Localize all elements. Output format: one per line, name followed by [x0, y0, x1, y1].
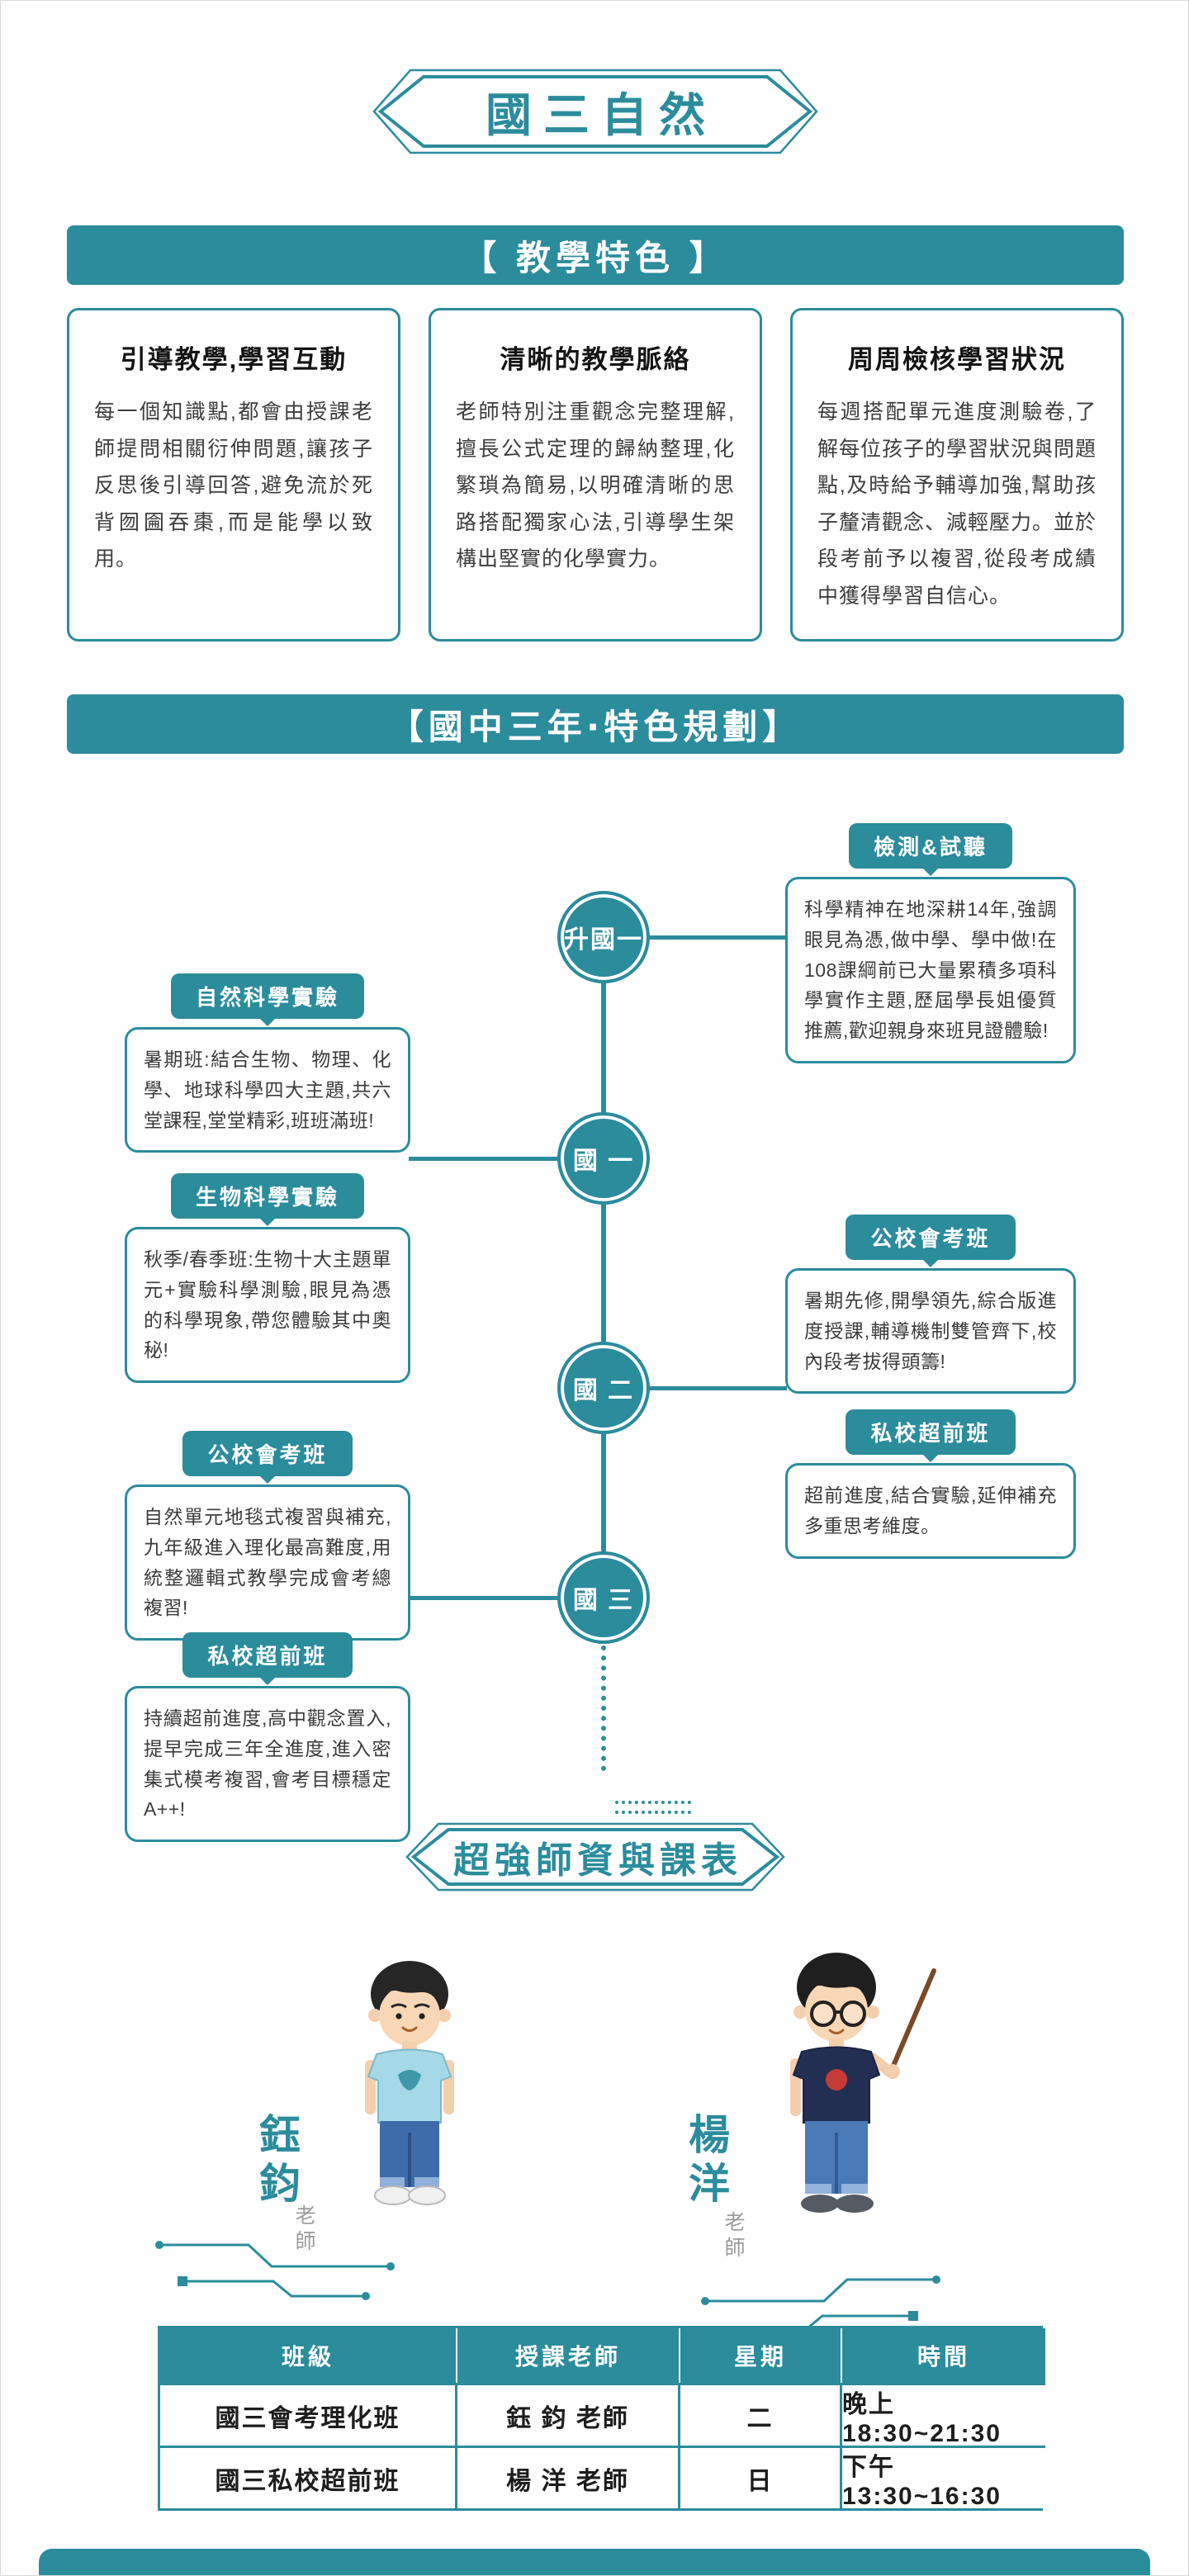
- timeline-connector: [648, 935, 787, 940]
- schedule-cell-teacher: 楊 洋 老師: [457, 2446, 680, 2508]
- plan-box-tag: 生物科學實驗: [170, 1173, 364, 1219]
- schedule-cell-time: 下午 13:30~16:30: [842, 2446, 1045, 2510]
- feature-card-3: 周周檢核學習狀況 每週搭配單元進度測驗卷,了解每位孩子的學習狀況與問題點,及時給…: [790, 308, 1124, 642]
- plan-box-tag: 公校會考班: [182, 1431, 353, 1476]
- teacher-title: 老師: [295, 2204, 316, 2254]
- section-header-plan: 【國中三年‧特色規劃】: [67, 694, 1124, 754]
- schedule-cell-day: 二: [680, 2383, 842, 2446]
- timeline-dotted-tail: [601, 1646, 606, 1771]
- plan-box-public-exam-left: 公校會考班 自然單元地毯式複習與補充,九年級進入理化最高難度,用統整邏輯式教學完…: [125, 1431, 410, 1641]
- plan-box-body: 超前進度,結合實驗,延伸補充多重思考維度。: [785, 1463, 1076, 1559]
- circuit-decoration-icon: [699, 2265, 946, 2343]
- feature-cards: 引導教學,學習互動 每一個知識點,都會由授課老師提問相關衍伸問題,讓孩子反思後引…: [67, 308, 1124, 642]
- feature-card-title: 清晰的教學脈絡: [500, 345, 691, 374]
- plan-box-body: 持續超前進度,高中觀念置入,提早完成三年全進度,進入密集式模考複習,會考目標穩定…: [125, 1686, 410, 1843]
- plan-box-tag: 公校會考班: [846, 1215, 1016, 1260]
- title-banner: 國三自然: [372, 69, 818, 154]
- page-title: 國三自然: [486, 88, 717, 141]
- schedule-cell-time: 晚上 18:30~21:30: [842, 2383, 1045, 2447]
- plan-box-biology-science: 生物科學實驗 秋季/春季班:生物十大主題單元+實驗科學測驗,眼見為憑的科學現象,…: [125, 1173, 410, 1384]
- teacher-avatar-1: [327, 1951, 492, 2219]
- teacher-name: 鈺鈞: [259, 2112, 301, 2207]
- feature-card-2: 清晰的教學脈絡 老師特別注重觀念完整理解,擅長公式定理的歸納整理,化繁瑣為簡易,…: [429, 308, 762, 642]
- stage-label: 國 二: [572, 1377, 635, 1404]
- plan-box-body: 科學精神在地深耕14年,強調眼見為憑,做中學、學中做!在108課綱前已大量累積多…: [785, 877, 1076, 1063]
- timeline-connector: [409, 1596, 559, 1600]
- schedule-header-cell: 授課老師: [457, 2328, 680, 2383]
- section-header-features: 【 教學特色 】: [67, 225, 1124, 285]
- ribbon-shape: [405, 1822, 785, 1892]
- plan-box-tag: 檢測&試聽: [849, 823, 1012, 869]
- teachers-section-title: 超強師資與課表: [453, 1840, 742, 1881]
- timeline-stage-circle: 國 二: [557, 1342, 650, 1434]
- timeline-connector: [648, 1386, 787, 1390]
- timeline-stage-circle: 國 三: [557, 1551, 650, 1644]
- schedule-cell-teacher: 鈺 鈞 老師: [457, 2383, 680, 2446]
- teacher-title: 老師: [724, 2211, 746, 2261]
- feature-card-body: 老師特別注重觀念完整理解,擅長公式定理的歸納整理,化繁瑣為簡易,以明確清晰的思路…: [456, 400, 735, 571]
- circuit-decoration-icon: [149, 2230, 397, 2308]
- plan-box-private-advance-left: 私校超前班 持續超前進度,高中觀念置入,提早完成三年全進度,進入密集式模考複習,…: [125, 1632, 410, 1843]
- timeline-connector: [409, 1157, 559, 1161]
- plan-box-body: 自然單元地毯式複習與補充,九年級進入理化最高難度,用統整邏輯式教學完成會考總複習…: [125, 1485, 410, 1641]
- plan-box-body: 暑期先修,開學領先,綜合版進度授課,輔導機制雙管齊下,校內段考拔得頭籌!: [785, 1268, 1076, 1395]
- schedule-header-cell: 時間: [842, 2328, 1045, 2383]
- section-title-features: 【 教學特色 】: [462, 238, 729, 277]
- schedule-header-cell: 班級: [160, 2328, 457, 2383]
- dotted-decoration: [615, 1801, 691, 1814]
- feature-card-title: 周周檢核學習狀況: [848, 345, 1066, 374]
- teacher-name: 楊洋: [689, 2112, 730, 2207]
- plan-box-natural-science: 自然科學實驗 暑期班:結合生物、物理、化學、地球科學四大主題,共六堂課程,堂堂精…: [125, 973, 410, 1153]
- teachers-banner: 超強師資與課表: [405, 1822, 785, 1892]
- feature-card-title: 引導教學,學習互動: [120, 345, 348, 374]
- schedule-table: 班級 授課老師 星期 時間 國三會考理化班 鈺 鈞 老師 二 晚上 18:30~…: [158, 2326, 1045, 2511]
- feature-card-body: 每週搭配單元進度測驗卷,了解每位孩子的學習狀況與問題點,及時給予輔導加強,幫助孩…: [817, 400, 1097, 608]
- feature-card-body: 每一個知識點,都會由授課老師提問相關衍伸問題,讓孩子反思後引導回答,避免流於死背…: [94, 400, 373, 571]
- plan-box-test-listen: 檢測&試聽 科學精神在地深耕14年,強調眼見為憑,做中學、學中做!在108課綱前…: [785, 823, 1076, 1063]
- timeline-line: [601, 934, 606, 1606]
- schedule-cell-class: 國三私校超前班: [160, 2446, 457, 2508]
- section-title-plan: 【國中三年‧特色規劃】: [388, 707, 803, 746]
- footer-bar: [39, 2549, 1150, 2575]
- plan-box-private-advance-right: 私校超前班 超前進度,結合實驗,延伸補充多重思考維度。: [785, 1409, 1076, 1559]
- plan-box-body: 秋季/春季班:生物十大主題單元+實驗科學測驗,眼見為憑的科學現象,帶您體驗其中奧…: [125, 1227, 410, 1384]
- stage-label: 國 一: [572, 1148, 635, 1175]
- schedule-cell-class: 國三會考理化班: [160, 2383, 457, 2446]
- plan-box-tag: 私校超前班: [846, 1409, 1016, 1455]
- feature-card-1: 引導教學,學習互動 每一個知識點,都會由授課老師提問相關衍伸問題,讓孩子反思後引…: [67, 308, 400, 642]
- plan-box-body: 暑期班:結合生物、物理、化學、地球科學四大主題,共六堂課程,堂堂精彩,班班滿班!: [125, 1027, 410, 1153]
- plan-box-tag: 自然科學實驗: [170, 973, 364, 1019]
- schedule-cell-day: 日: [680, 2446, 842, 2508]
- stage-label: 國 三: [572, 1587, 635, 1614]
- plan-box-public-exam-right: 公校會考班 暑期先修,開學領先,綜合版進度授課,輔導機制雙管齊下,校內段考拔得頭…: [785, 1215, 1076, 1395]
- teacher-avatar-2: [744, 1941, 942, 2251]
- timeline-stage-circle: 升國一: [557, 891, 650, 983]
- timeline-stage-circle: 國 一: [557, 1112, 650, 1205]
- stage-label: 升國一: [564, 926, 643, 954]
- schedule-header-cell: 星期: [680, 2328, 842, 2383]
- ribbon-shape: [372, 69, 818, 154]
- plan-box-tag: 私校超前班: [182, 1632, 353, 1678]
